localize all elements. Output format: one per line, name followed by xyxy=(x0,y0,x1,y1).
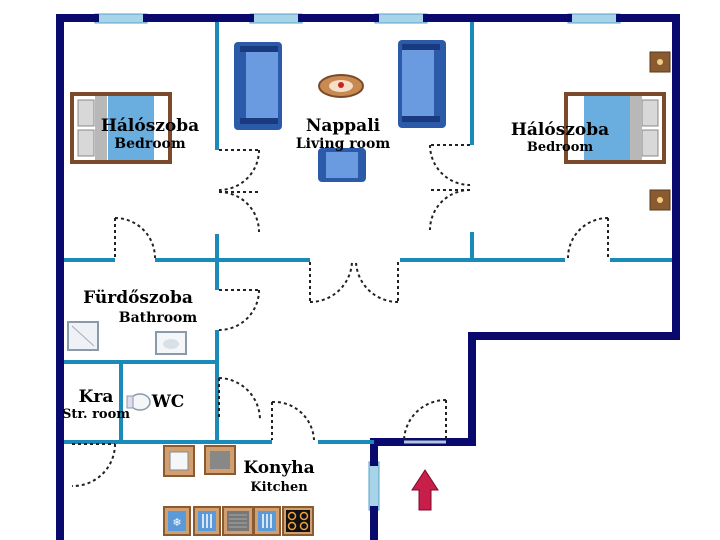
window-living-1 xyxy=(249,13,303,24)
dishwasher-icon xyxy=(253,506,281,536)
toilet-icon xyxy=(126,393,151,411)
door-living-right-1 xyxy=(429,144,471,186)
door-living-right-2 xyxy=(429,189,471,231)
kitchen-label: Konyha Kitchen xyxy=(232,458,326,495)
kitchen-counters: ❄ xyxy=(163,445,314,536)
bedroom-right-hu: Hálószoba xyxy=(510,120,610,140)
oven-icon xyxy=(222,506,254,536)
stove-icon xyxy=(282,506,314,536)
storage-en: Str. room xyxy=(61,407,131,422)
door-living-left-1 xyxy=(218,149,260,191)
sink-icon xyxy=(155,331,187,355)
window-bedroom-left xyxy=(94,13,148,24)
storage-label: Kra Str. room xyxy=(60,387,132,422)
sofa-icon xyxy=(234,42,282,130)
door-wc xyxy=(218,377,261,421)
living-room-hu: Nappali xyxy=(305,116,381,136)
kitchen-en: Kitchen xyxy=(250,480,308,495)
bedroom-left-hu: Hálószoba xyxy=(100,116,200,136)
door-bedroom-left xyxy=(114,217,156,259)
living-room-en: Living room xyxy=(295,136,391,152)
sofa-icon xyxy=(398,40,446,128)
wc-hu: WC xyxy=(151,392,185,412)
coffee-table-icon xyxy=(318,74,364,98)
window-bedroom-right xyxy=(567,13,621,24)
door-swings xyxy=(71,144,609,488)
door-hall-double-2 xyxy=(355,261,399,304)
armchair-icon xyxy=(318,148,366,182)
bedroom-right-en: Bedroom xyxy=(526,140,594,155)
door-entrance xyxy=(403,398,447,441)
storage-hu: Kra xyxy=(78,387,114,407)
oven-icon xyxy=(204,445,236,475)
window-kitchen xyxy=(368,461,380,511)
door-bedroom-right xyxy=(567,217,609,259)
bathroom-en: Bathroom xyxy=(118,310,198,326)
outer-walls xyxy=(56,14,680,540)
wc-label: WC xyxy=(148,394,188,411)
living-room-label: Nappali Living room xyxy=(283,116,403,152)
bathtub-icon xyxy=(67,321,99,351)
bed-icon xyxy=(70,92,172,164)
dishwasher-icon xyxy=(193,506,221,536)
bathroom-label: Fürdőszoba Bathroom xyxy=(74,288,202,326)
window-living-2 xyxy=(374,13,428,24)
bedroom-right-label: Hálószoba Bedroom xyxy=(500,120,620,155)
kitchen-hu: Konyha xyxy=(243,458,315,478)
bed-icon xyxy=(564,92,666,164)
bathroom-hu: Fürdőszoba xyxy=(83,288,193,308)
sink-icon xyxy=(163,445,195,477)
interior-walls xyxy=(64,22,672,444)
door-storage xyxy=(71,443,116,488)
door-living-left-2 xyxy=(218,191,260,233)
entrance-arrow-icon xyxy=(411,469,439,511)
door-hall-double-1 xyxy=(309,261,353,304)
svg-text:❄: ❄ xyxy=(172,516,181,529)
fridge-icon: ❄ xyxy=(163,506,191,536)
door-bathroom xyxy=(218,289,260,331)
door-kitchen xyxy=(271,400,315,441)
nightstand-icon xyxy=(649,51,671,211)
bedroom-left-en: Bedroom xyxy=(114,136,186,152)
bedroom-left-label: Hálószoba Bedroom xyxy=(90,116,210,152)
